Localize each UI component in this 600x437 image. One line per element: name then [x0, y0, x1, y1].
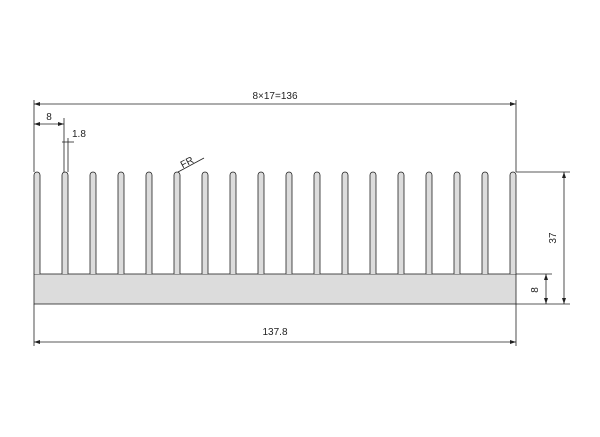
fin [201, 171, 209, 274]
fillet-callout: FR [177, 155, 205, 173]
fin [285, 171, 293, 274]
pitch-dimension: 8 [34, 112, 65, 172]
base-thickness-dimension: 8 [516, 273, 552, 304]
fin [89, 171, 97, 274]
pitch-label: 8 [46, 112, 52, 123]
fin [313, 171, 321, 274]
base-thickness-label: 8 [530, 287, 541, 293]
fin [369, 171, 377, 274]
top-span-label: 8×17=136 [252, 91, 297, 102]
fin [33, 171, 41, 274]
fin [453, 171, 461, 274]
heatsink-base [33, 273, 517, 305]
fin [397, 171, 405, 274]
fin [481, 171, 489, 274]
fin [173, 171, 181, 274]
fin [509, 171, 517, 274]
overall-width-dimension: 137.8 [33, 304, 517, 346]
fillet-label: FR [179, 155, 196, 171]
fin [425, 171, 433, 274]
fin [257, 171, 265, 274]
fin [341, 171, 349, 274]
height-label: 37 [548, 232, 559, 244]
fin [61, 171, 69, 274]
fin [229, 171, 237, 274]
top-span-dimension: 8×17=136 [33, 91, 517, 172]
height-dimension: 37 [516, 171, 570, 305]
fin [117, 171, 125, 274]
fin [145, 171, 153, 274]
fin-thickness-label: 1.8 [72, 129, 86, 140]
overall-width-label: 137.8 [262, 327, 287, 338]
fin-group [33, 171, 517, 274]
fin-thickness-dimension: 1.8 [62, 129, 86, 172]
heatsink-profile [33, 171, 517, 305]
